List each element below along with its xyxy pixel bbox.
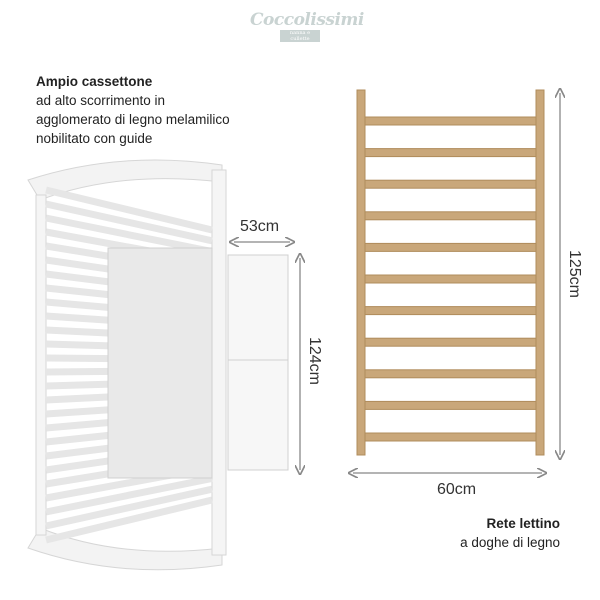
drawer-line: ad alto scorrimento in (36, 93, 166, 108)
wood-slat (362, 148, 539, 158)
wood-slat (362, 306, 539, 316)
drawer-description: Ampio cassettone ad alto scorrimento in … (36, 72, 230, 148)
wood-slat (362, 337, 539, 347)
crib-slat (45, 496, 213, 544)
wood-slat (362, 116, 539, 126)
crib-mattress (107, 247, 213, 479)
crib-slat (45, 474, 213, 516)
wood-slat (362, 211, 539, 221)
slats-description: Rete lettino a doghe di legno (460, 514, 560, 552)
crib-slat (45, 200, 213, 245)
base-length-label: 125cm (566, 249, 584, 299)
drawer (227, 254, 289, 471)
wood-slat (362, 432, 539, 442)
wood-slat (362, 274, 539, 284)
wood-slat (362, 179, 539, 189)
crib-slat (45, 214, 213, 256)
wood-slat (362, 242, 539, 252)
base-width-label: 60cm (437, 481, 477, 498)
drawer-line: agglomerato di legno melamilico (36, 112, 230, 127)
crib-top-view (27, 159, 227, 571)
drawer-title: Ampio cassettone (36, 74, 153, 89)
drawer-line: nobilitato con guide (36, 131, 153, 146)
drawer-length-label: 124cm (306, 336, 324, 386)
wood-slat (362, 400, 539, 410)
slats-title: Rete lettino (486, 516, 560, 531)
wood-slat (362, 369, 539, 379)
drawer-width-label: 53cm (240, 218, 280, 235)
crib-slat (45, 186, 213, 234)
slats-subtitle: a doghe di legno (460, 535, 560, 550)
crib-slat (45, 485, 213, 530)
slatted-base (356, 89, 545, 456)
